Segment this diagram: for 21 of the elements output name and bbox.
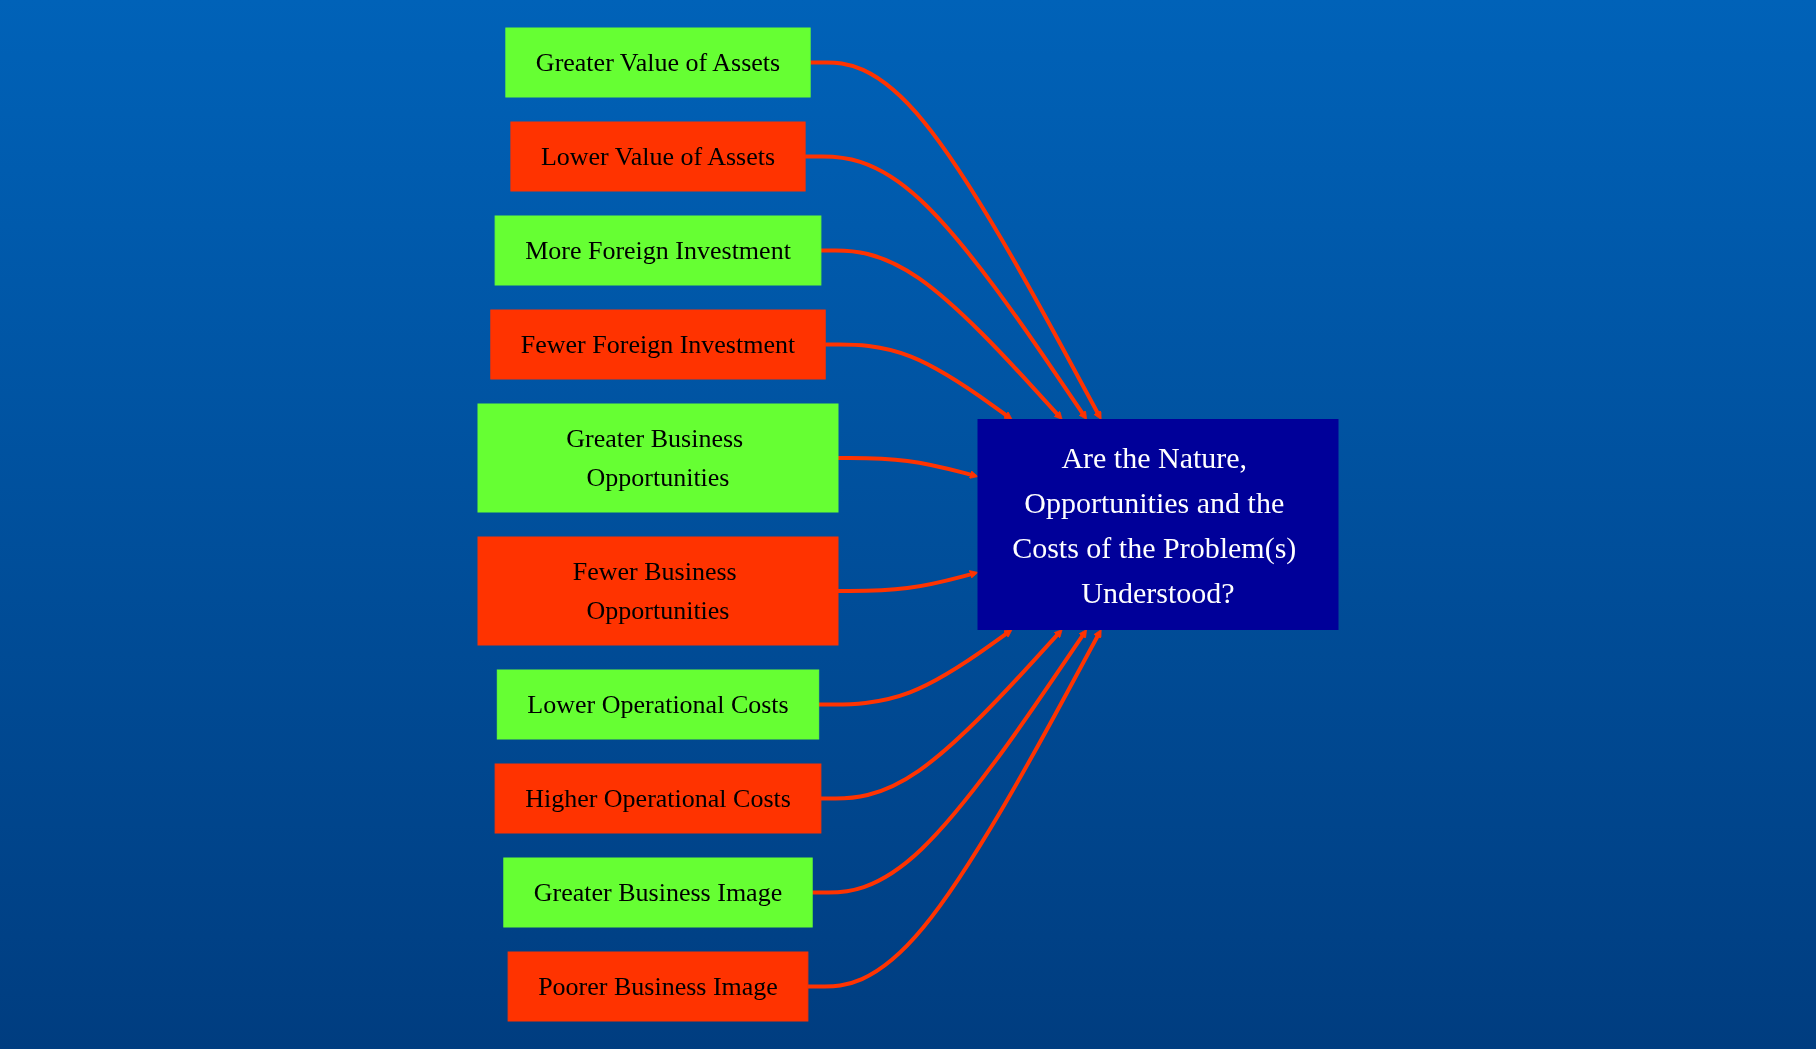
arrow — [807, 629, 1102, 989]
arrow — [805, 154, 1088, 420]
arrow — [825, 342, 1013, 420]
node-box: Are the Nature, Opportunities and the Costs of the Problem(s) Understood? — [977, 419, 1339, 630]
arrow — [810, 60, 1102, 420]
node-box: Poorer Business Image — [507, 951, 809, 1022]
arrow — [838, 570, 979, 593]
arrow — [812, 629, 1088, 895]
node-box: Fewer Business Opportunities — [477, 536, 839, 646]
node-box: More Foreign Investment — [494, 215, 822, 286]
arrow — [818, 629, 1013, 707]
arrow — [820, 629, 1063, 801]
node-box: Greater Business Opportunities — [477, 403, 839, 513]
node-box: Lower Value of Assets — [510, 121, 806, 192]
node-box: Greater Value of Assets — [505, 27, 811, 98]
arrow — [838, 456, 979, 479]
node-box: Fewer Foreign Investment — [490, 309, 826, 380]
node-box: Lower Operational Costs — [496, 669, 820, 740]
arrow — [820, 248, 1063, 420]
node-box: Higher Operational Costs — [494, 763, 822, 834]
node-box: Greater Business Image — [503, 857, 813, 928]
